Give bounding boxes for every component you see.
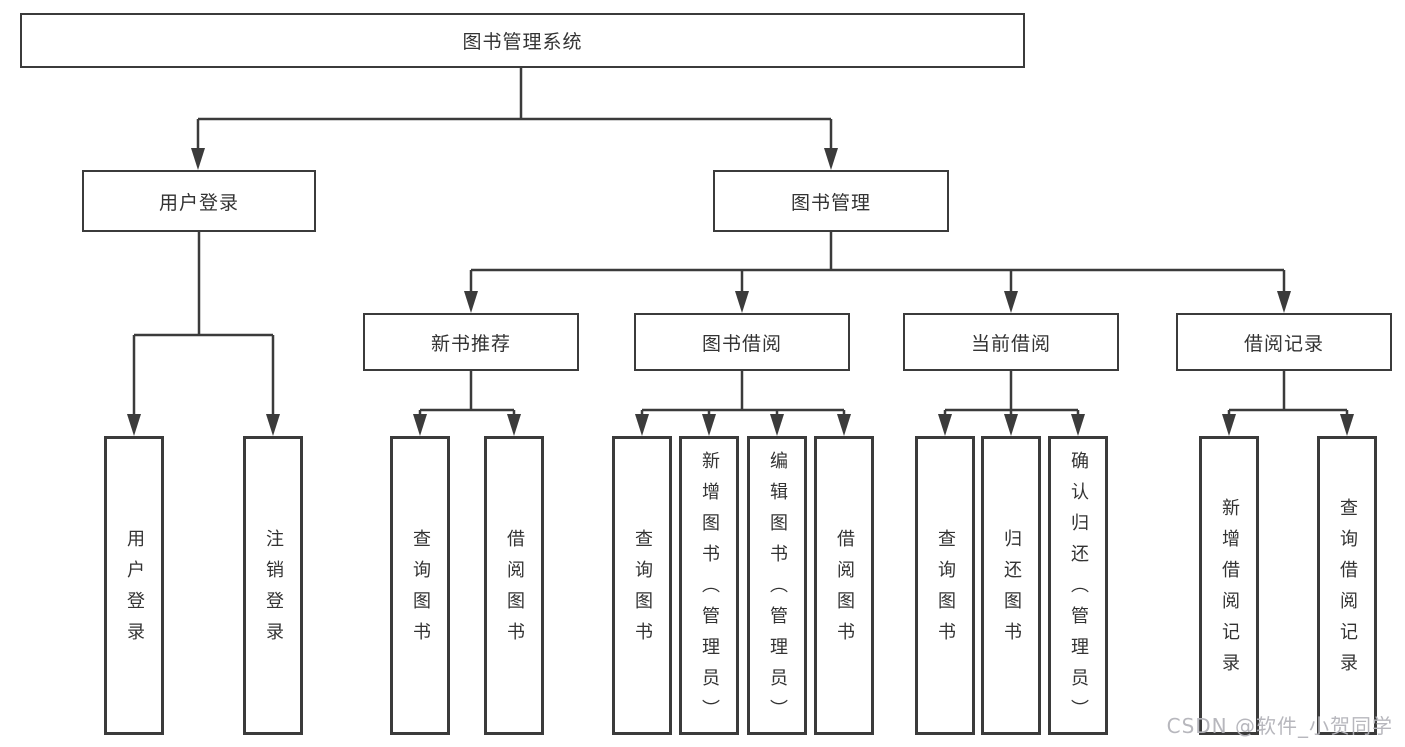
leaf-user-login: 用户登录	[104, 436, 164, 735]
leaf-borrow-query-books: 查询图书	[612, 436, 672, 735]
leaf-edit-books-admin: 编辑图书（管理员）	[747, 436, 807, 735]
connector-new-book-recommend	[418, 371, 516, 418]
node-library-management-system: 图书管理系统	[20, 13, 1025, 68]
connector-book-mgmt-to-level3	[469, 232, 1286, 296]
leaf-confirm-return-admin: 确认归还（管理员）	[1048, 436, 1108, 735]
leaf-return-books: 归还图书	[981, 436, 1041, 735]
leaf-logout: 注销登录	[243, 436, 303, 735]
leaf-current-query-books: 查询图书	[915, 436, 975, 735]
node-book-management: 图书管理	[713, 170, 949, 232]
leaf-recommend-borrow-books: 借阅图书	[484, 436, 544, 735]
node-book-borrow: 图书借阅	[634, 313, 850, 371]
leaf-add-books-admin: 新增图书（管理员）	[679, 436, 739, 735]
connector-root-to-level2	[196, 68, 833, 152]
node-new-book-recommend: 新书推荐	[363, 313, 579, 371]
csdn-watermark: CSDN @软件_小贺同学	[1166, 714, 1393, 738]
leaf-add-borrow-record: 新增借阅记录	[1199, 436, 1259, 735]
connector-book-borrow	[640, 371, 846, 418]
node-borrow-records: 借阅记录	[1176, 313, 1392, 371]
leaf-recommend-query-books: 查询图书	[390, 436, 450, 735]
leaf-query-borrow-record: 查询借阅记录	[1317, 436, 1377, 735]
node-user-login: 用户登录	[82, 170, 316, 232]
node-current-borrow: 当前借阅	[903, 313, 1119, 371]
connector-borrow-records	[1227, 371, 1349, 418]
connector-user-login-to-leaves	[132, 232, 275, 418]
leaf-borrow-borrow-books: 借阅图书	[814, 436, 874, 735]
connector-current-borrow	[943, 371, 1080, 418]
arrowheads	[127, 148, 1354, 436]
